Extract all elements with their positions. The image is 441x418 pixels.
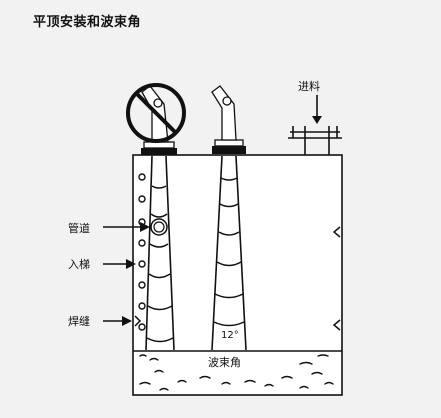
beam-angle-label: 波束角 xyxy=(208,356,241,369)
ladder-rungs xyxy=(138,173,146,331)
weld-arrow xyxy=(103,316,132,326)
pipe-arrow xyxy=(103,222,150,232)
feed-label: 进料 xyxy=(298,79,320,93)
ladder-label: 入梯 xyxy=(68,258,90,271)
beam-angle-value: 12° xyxy=(221,330,239,341)
weld-label: 焊缝 xyxy=(68,314,90,328)
sensor-right xyxy=(211,85,246,154)
ladder-arrow xyxy=(103,259,136,269)
pipe-label: 管道 xyxy=(68,221,90,235)
feed-arrow xyxy=(312,95,322,124)
beam-cone-right xyxy=(211,155,247,351)
pipe-obstacle xyxy=(150,218,168,236)
feed-inlet xyxy=(288,126,342,155)
weld-seams xyxy=(134,226,341,331)
sensor-left-crossed xyxy=(126,83,186,155)
prohibited-icon xyxy=(126,83,186,143)
material-texture xyxy=(139,354,334,391)
diagram-title: 平顶安装和波束角 xyxy=(33,15,142,30)
beam-cone-left xyxy=(145,155,175,351)
